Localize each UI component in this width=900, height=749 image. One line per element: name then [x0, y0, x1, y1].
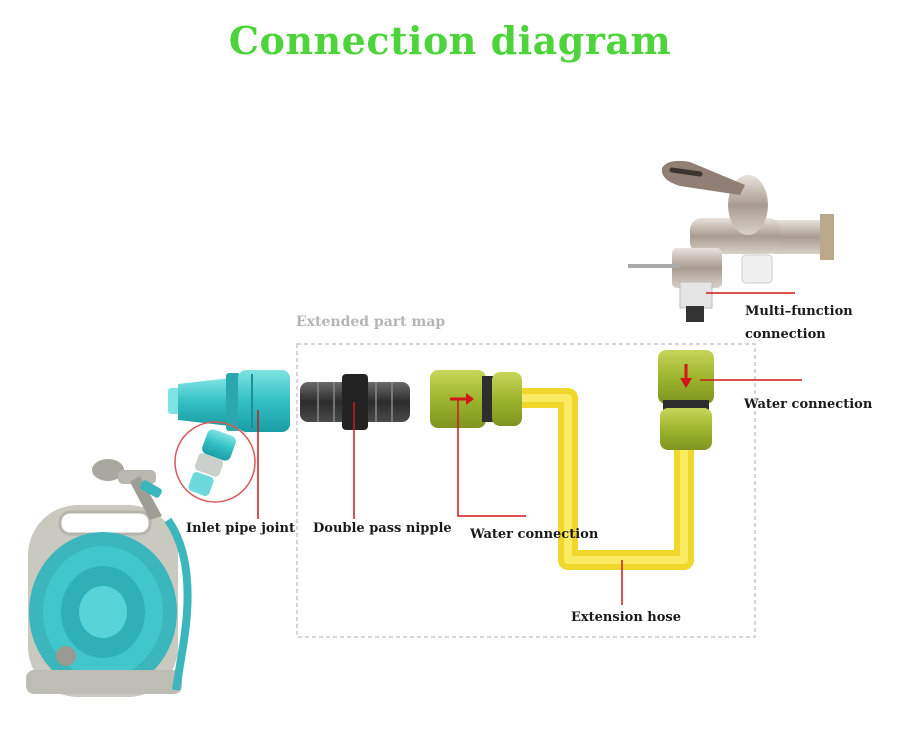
water-connector-vertical-icon: [658, 350, 714, 450]
water-connection-middle-pointer: [457, 400, 526, 517]
multi-function-label-line1: Multi–function: [745, 304, 853, 319]
double-nipple-icon: [300, 374, 410, 430]
multi-function-label-line2: connection: [745, 327, 826, 342]
water-connection-right-label: Water connection: [744, 397, 873, 412]
small-joint-icon: [188, 429, 236, 497]
extended-part-map-label: Extended part map: [296, 314, 446, 330]
spray-gun-icon: [92, 459, 162, 520]
extension-hose-label: Extension hose: [571, 610, 682, 625]
inlet-joint-highlight: [174, 421, 256, 503]
diagram-title: Connection diagram: [228, 18, 672, 63]
water-connection-middle-label: Water connection: [470, 527, 599, 542]
hose-reel-icon: [26, 505, 192, 697]
water-connector-icon: [430, 370, 522, 428]
extended-part-region: [296, 343, 756, 638]
double-pass-nipple-label: Double pass nipple: [313, 521, 452, 536]
inlet-joint-icon: [168, 370, 290, 432]
faucet-icon: [628, 160, 834, 322]
inlet-pipe-joint-label: Inlet pipe joint: [186, 521, 295, 536]
